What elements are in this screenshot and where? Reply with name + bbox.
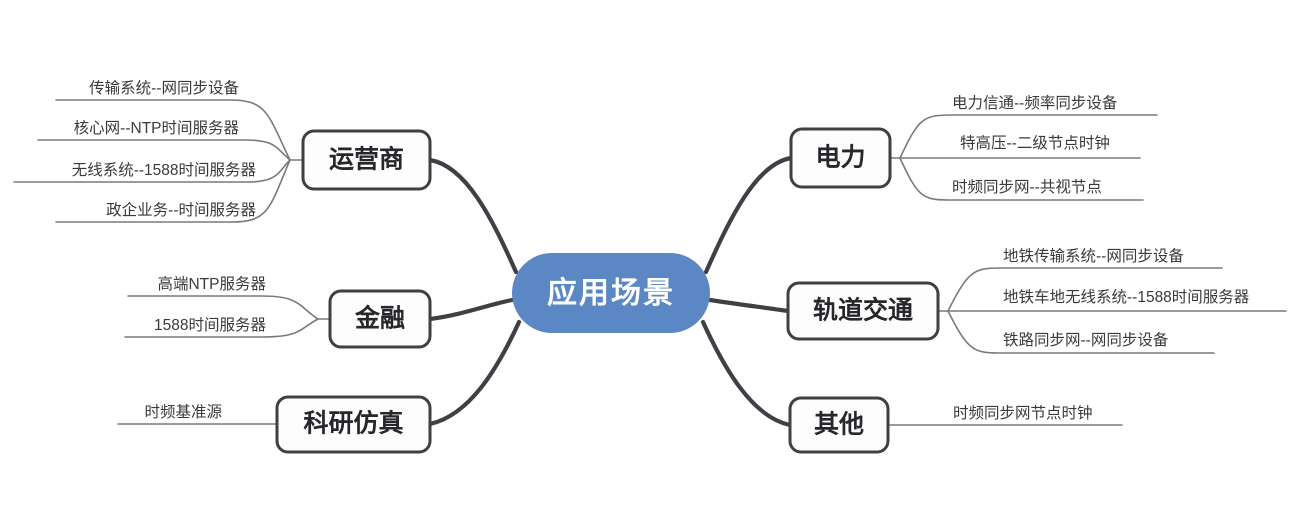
- branch-node-finance[interactable]: 金融: [328, 289, 432, 349]
- leaf-line-finance-1: [124, 318, 319, 338]
- branch-node-research[interactable]: 科研仿真: [275, 395, 432, 454]
- branch-node-finance-shape: [328, 289, 432, 349]
- branch-node-rail-transit-shape: [786, 281, 940, 341]
- connector-center-to-rail: [707, 297, 791, 314]
- leaf-label-operator-0[interactable]: 传输系统--网同步设备: [89, 79, 239, 97]
- leaf-label-rail-2[interactable]: 铁路同步网--网同步设备: [1003, 331, 1169, 349]
- leaf-label-operator-1[interactable]: 核心网--NTP时间服务器: [74, 119, 240, 137]
- leaf-label-operator-2[interactable]: 无线系统--1588时间服务器: [72, 161, 257, 179]
- leaf-line-finance-0: [127, 295, 319, 320]
- leaf-connectors-finance: [124, 295, 331, 338]
- leaf-label-operator-3[interactable]: 政企业务--时间服务器: [106, 201, 256, 219]
- leaf-line-operator-1: [37, 139, 291, 161]
- leaf-label-power-2[interactable]: 时频同步网--共视节点: [952, 178, 1102, 196]
- leaf-labels-operator: 传输系统--网同步设备 核心网--NTP时间服务器 无线系统--1588时间服务…: [72, 79, 257, 219]
- connector-center-to-other: [700, 319, 793, 428]
- leaf-line-operator-2: [13, 159, 291, 183]
- leaf-label-finance-0[interactable]: 高端NTP服务器: [157, 275, 266, 293]
- leaf-label-finance-1[interactable]: 1588时间服务器: [154, 316, 266, 334]
- branch-node-research-label: 科研仿真: [303, 410, 403, 438]
- connector-center-to-finance: [427, 297, 515, 322]
- branch-node-operator[interactable]: 运营商: [301, 129, 432, 191]
- leaf-label-other-0[interactable]: 时频同步网节点时钟: [953, 404, 1093, 422]
- leaf-labels-rail-transit: 地铁传输系统--网同步设备 地铁车地无线系统--1588时间服务器 铁路同步网-…: [1003, 247, 1250, 349]
- leaf-label-rail-0[interactable]: 地铁传输系统--网同步设备: [1003, 247, 1184, 265]
- leaf-line-power-2: [899, 157, 1144, 201]
- leaf-line-power-0: [899, 114, 1158, 159]
- branch-node-power-shape: [789, 127, 892, 189]
- branch-node-other[interactable]: 其他: [788, 396, 890, 454]
- leaf-line-rail-2: [947, 310, 1215, 354]
- leaf-labels-power: 电力信通--频率同步设备 特高压--二级节点时钟 时频同步网--共视节点: [952, 94, 1118, 196]
- branch-connectors: [427, 155, 794, 428]
- branch-node-operator-label: 运营商: [329, 145, 404, 174]
- branch-node-operator-shape: [301, 129, 432, 191]
- leaf-labels-other: 时频同步网节点时钟: [953, 404, 1093, 422]
- leaf-label-research-0[interactable]: 时频基准源: [144, 403, 222, 421]
- center-node-label: 应用场景: [547, 276, 675, 310]
- leaf-connectors-rail: [937, 267, 1287, 354]
- branch-node-power-label: 电力: [815, 144, 865, 172]
- center-node-shape: [512, 253, 710, 333]
- branch-node-finance-label: 金融: [354, 304, 405, 333]
- leaf-connectors-power: [889, 114, 1158, 201]
- leaf-label-power-1[interactable]: 特高压--二级节点时钟: [960, 134, 1110, 152]
- branch-node-research-shape: [275, 395, 432, 454]
- branch-node-other-label: 其他: [814, 410, 864, 439]
- leaf-line-operator-0: [55, 99, 291, 161]
- connector-center-to-operator: [427, 157, 519, 275]
- leaf-line-rail-0: [947, 267, 1223, 312]
- leaf-labels-research: 时频基准源: [144, 403, 222, 421]
- branch-node-rail-transit-label: 轨道交通: [813, 296, 913, 325]
- leaf-label-power-0[interactable]: 电力信通--频率同步设备: [952, 94, 1118, 112]
- connector-center-to-power: [703, 155, 794, 275]
- branch-node-power[interactable]: 电力: [789, 127, 892, 189]
- leaf-label-rail-1[interactable]: 地铁车地无线系统--1588时间服务器: [1003, 288, 1250, 306]
- leaf-line-operator-3: [55, 159, 291, 223]
- connector-center-to-research: [427, 319, 522, 427]
- leaf-labels-finance: 高端NTP服务器 1588时间服务器: [154, 275, 266, 334]
- leaf-connectors-operator: [13, 99, 304, 223]
- branch-node-rail-transit[interactable]: 轨道交通: [786, 281, 940, 341]
- branch-node-other-shape: [788, 396, 890, 454]
- center-node[interactable]: 应用场景: [512, 253, 710, 333]
